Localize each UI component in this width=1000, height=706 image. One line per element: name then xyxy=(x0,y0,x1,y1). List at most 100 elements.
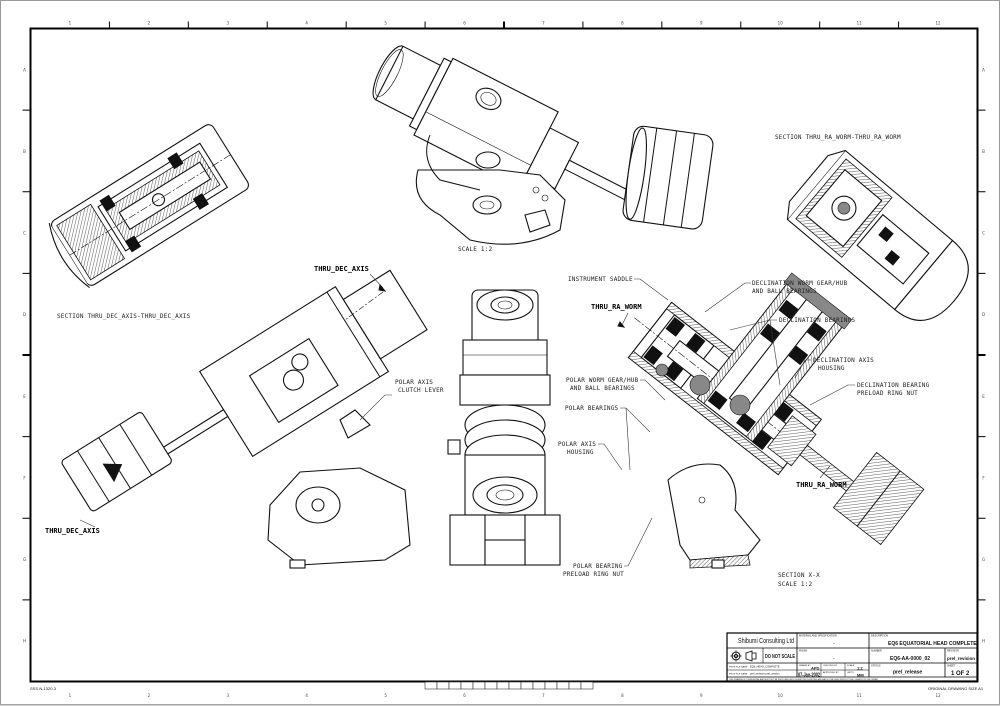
row-label: F xyxy=(23,475,26,480)
number-label: NUMBER xyxy=(871,650,882,653)
file-value-1: EQ6_HEAD_COMPLETE xyxy=(750,665,780,669)
finish-label: FINISH xyxy=(799,650,807,653)
front-view xyxy=(447,289,561,566)
drawn-label: DRAWN BY xyxy=(799,664,811,667)
column-label: 4 xyxy=(305,21,308,26)
column-label: 3 xyxy=(227,693,230,698)
callout-dec-preload-2: PRELOAD RING NUT xyxy=(857,390,918,397)
row-label: H xyxy=(982,639,985,644)
row-label: D xyxy=(23,312,26,317)
callout-polar-bearings: POLAR BEARINGS xyxy=(565,405,619,412)
column-label: 5 xyxy=(384,693,387,698)
scale-bar-cell xyxy=(544,681,558,690)
material-value: - xyxy=(833,641,835,647)
description-label: DESCRIPTION xyxy=(871,635,888,638)
scale-bar-cell xyxy=(424,681,438,690)
counterweight-left xyxy=(61,412,172,512)
finish-value: - xyxy=(833,656,835,662)
row-label: A xyxy=(23,67,26,72)
base-section xyxy=(667,463,761,561)
column-label: 12 xyxy=(935,693,941,698)
bottom-scale-bar xyxy=(424,681,594,690)
cut-label-thru-ra-worm-bottom: THRU_RA_WORM xyxy=(796,481,847,489)
column-label: 5 xyxy=(384,21,387,26)
material-label: MATERIAL AND SPECIFICATION xyxy=(799,635,837,638)
scale-bar-cell xyxy=(532,681,546,690)
callout-polar-worm-gear-1: POLAR WORM GEAR/HUB xyxy=(566,377,639,384)
callout-dec-axis-housing-2: HOUSING xyxy=(818,365,845,372)
sheet-number: 1 OF 2 xyxy=(951,671,970,677)
callout-dec-worm-gear-2: AND BALL BEARINGS xyxy=(752,288,817,295)
scale-bar-cell xyxy=(484,681,498,690)
iso-view-left: POLAR AXIS CLUTCH LEVER THRU_DEC_AXIS TH… xyxy=(45,265,444,569)
drawing-date: 07-Jan-2002 xyxy=(798,673,820,679)
sheet-label: SHEET xyxy=(947,665,956,668)
cut-label-thru-ra-worm-top: THRU_RA_WORM xyxy=(591,303,642,311)
row-label: C xyxy=(23,231,26,236)
scale-bar-cell xyxy=(496,681,510,690)
callout-polar-preload-1: POLAR BEARING xyxy=(573,563,623,570)
base-left xyxy=(267,467,411,566)
row-label: B xyxy=(23,149,26,154)
column-label: 12 xyxy=(935,21,941,26)
column-label: 10 xyxy=(778,693,784,698)
row-label: F xyxy=(982,475,985,480)
scale-bar-cell xyxy=(460,681,474,690)
column-label: 7 xyxy=(542,693,545,698)
section-thru-dec-axis: SECTION THRU_DEC_AXIS-THRU_DEC_AXIS xyxy=(48,124,249,320)
scale-label: SCALE xyxy=(847,664,855,667)
scale-bar-cell xyxy=(520,681,534,690)
drawing-number: EQ6-AA-0000_02 xyxy=(890,656,930,662)
scale-bar-cell xyxy=(556,681,570,690)
original-size-note: ORIGINAL DRAWING SIZE A1 xyxy=(928,686,984,691)
row-label: E xyxy=(23,394,26,399)
column-label: 4 xyxy=(305,693,308,698)
section-dec-title: SECTION THRU_DEC_AXIS-THRU_DEC_AXIS xyxy=(57,313,191,320)
scale-value: 1:2 xyxy=(857,666,864,671)
column-label: 11 xyxy=(857,693,863,698)
units-value: MM xyxy=(857,673,864,678)
file-value-2: prel_revision prel_version xyxy=(750,672,780,676)
file-label-1: PROE FILE NAME xyxy=(729,666,748,669)
row-label: H xyxy=(23,639,26,644)
callout-polar-preload-2: PRELOAD RING NUT xyxy=(563,571,624,578)
callout-polar-axis-housing-1: POLAR AXIS xyxy=(558,441,596,448)
callout-polar-axis-housing-2: HOUSING xyxy=(567,449,594,456)
section-xx-scale: SCALE 1:2 xyxy=(778,581,812,588)
clutch-lever xyxy=(339,409,371,439)
section-x-x: INSTRUMENT SADDLE DECLINATION WORM GEAR/… xyxy=(558,272,930,588)
column-label: 2 xyxy=(148,21,151,26)
counterweight xyxy=(622,125,714,230)
revision-label: REVISION xyxy=(947,650,959,653)
column-label: 6 xyxy=(463,21,466,26)
column-label: 9 xyxy=(700,693,703,698)
third-angle-projection-icon xyxy=(730,650,757,662)
copyright-note: THIS DRAWING IS CONFIDENTIAL AND MUST NO… xyxy=(729,678,879,681)
callout-instrument-saddle: INSTRUMENT SADDLE xyxy=(568,276,633,283)
description: EQ6 EQUATORIAL HEAD COMPLETE xyxy=(888,641,977,647)
revision: prel_revision xyxy=(947,656,975,661)
callout-dec-bearings: DECLINATION BEARINGS xyxy=(779,317,855,324)
row-label: A xyxy=(982,67,985,72)
units-label: UNITS xyxy=(847,672,854,674)
column-label: 1 xyxy=(69,21,72,26)
column-label: 2 xyxy=(148,693,151,698)
column-label: 1 xyxy=(69,693,72,698)
company-name: Shibumi Consulting Ltd xyxy=(738,638,794,645)
checked-label: CHECKED BY xyxy=(823,665,838,667)
column-label: 7 xyxy=(542,21,545,26)
callout-polar-axis-clutch-lever-1: POLAR AXIS xyxy=(395,379,433,386)
callout-dec-preload-1: DECLINATION BEARING xyxy=(857,382,930,389)
approved-label: APPROVED BY xyxy=(823,671,839,674)
file-label-2: PROE FILE NAME xyxy=(729,673,748,676)
callout-dec-worm-gear-1: DECLINATION WORM GEAR/HUB xyxy=(752,280,847,287)
title-block: Shibumi Consulting Ltd MATERIAL AND SPEC… xyxy=(726,632,978,682)
scale-bar-cell xyxy=(436,681,450,690)
section-xx-title: SECTION X-X xyxy=(778,572,820,579)
column-label: 9 xyxy=(700,21,703,26)
cut-label-thru-dec-axis-top: THRU_DEC_AXIS xyxy=(314,265,369,273)
section-ra-title: SECTION THRU_RA_WORM-THRU_RA_WORM xyxy=(775,134,901,141)
scale-bar-cell xyxy=(580,681,594,690)
status-label: STATUS xyxy=(871,665,881,668)
